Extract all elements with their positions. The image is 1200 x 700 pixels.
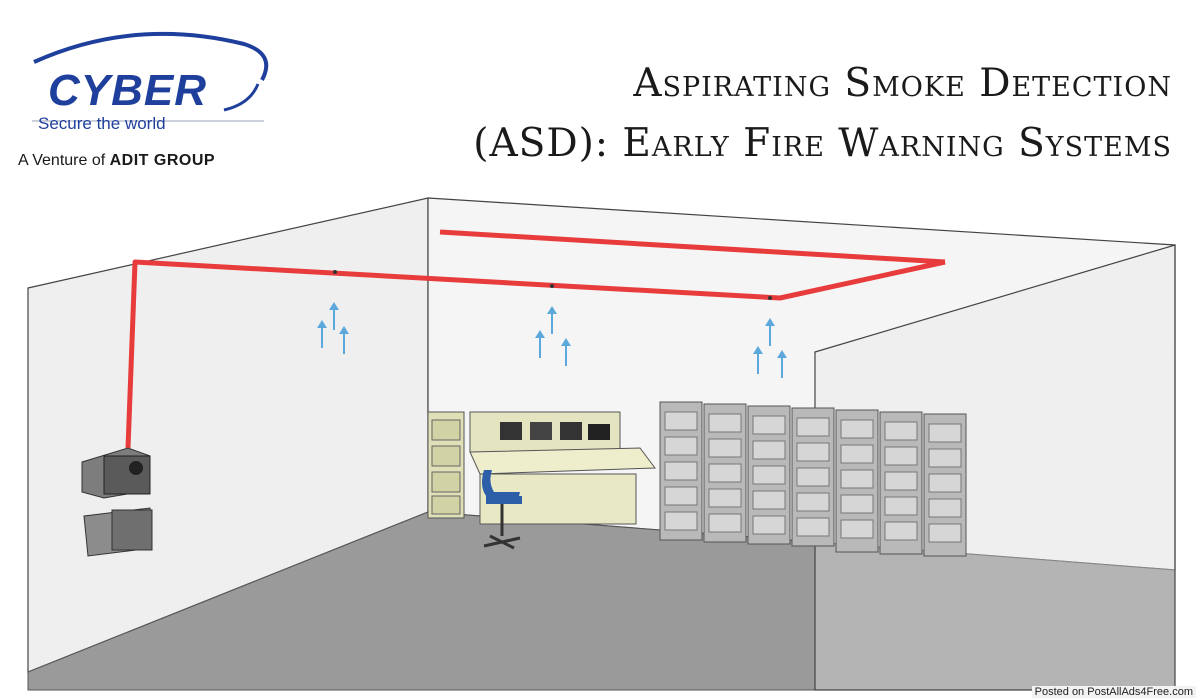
asd-detector-unit (81, 447, 153, 557)
company-logo: CYBER Secure the world A Venture of ADIT… (14, 22, 284, 169)
venture-line: A Venture of ADIT GROUP (18, 152, 215, 170)
airflow-arrow-icon (561, 338, 571, 366)
title-line-1: Aspirating Smoke Detection (633, 61, 1172, 106)
airflow-arrow-icon (339, 326, 349, 354)
venture-group: ADIT GROUP (109, 152, 216, 169)
logo-tagline: Secure the world (38, 114, 166, 133)
sampling-hole (768, 296, 772, 300)
server-rack (923, 413, 967, 557)
title-line-2: (ASD): Early Fire Warning Systems (473, 121, 1172, 166)
airflow-arrows (317, 302, 787, 378)
airflow-arrow-icon (535, 330, 545, 358)
filing-cabinet (427, 411, 465, 519)
control-console (469, 411, 656, 525)
server-rack (659, 401, 703, 541)
airflow-arrow-icon (547, 306, 557, 334)
logo-brand: CYBER (48, 66, 208, 115)
airflow-arrow-icon (329, 302, 339, 330)
page-title: Aspirating Smoke Detection (ASD): Early … (382, 54, 1172, 174)
sampling-hole (550, 284, 554, 288)
logo-swoosh (32, 31, 269, 122)
server-racks (659, 401, 967, 557)
server-rack (879, 411, 923, 555)
venture-prefix: A Venture of (18, 152, 110, 169)
airflow-arrow-icon (317, 320, 327, 348)
airflow-arrow-icon (765, 318, 775, 346)
server-rack (835, 409, 879, 553)
office-chair (482, 470, 522, 550)
server-rack (747, 405, 791, 545)
watermark: Posted on PostAllAds4Free.com (1031, 686, 1196, 698)
airflow-arrow-icon (753, 346, 763, 374)
server-rack (791, 407, 835, 547)
airflow-arrow-icon (777, 350, 787, 378)
ceiling-pipe (125, 229, 946, 449)
sampling-hole (333, 270, 337, 274)
server-rack (703, 403, 747, 543)
